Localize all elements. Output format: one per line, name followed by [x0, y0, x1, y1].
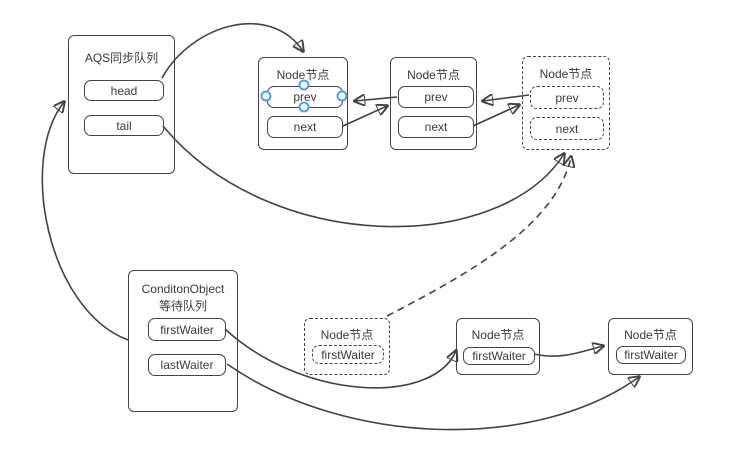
sync-node-1[interactable]: Node节点 prev next: [258, 57, 348, 150]
sync-node-2[interactable]: Node节点 prev next: [390, 57, 477, 150]
tail-field[interactable]: tail: [84, 115, 164, 136]
sync-node-2-prev-field[interactable]: prev: [398, 86, 474, 108]
wait-node-2[interactable]: Node节点 firstWaiter: [456, 318, 540, 375]
arrow-node2-next-to-node3[interactable]: [472, 105, 519, 127]
arrow-lastwaiter-to-waitnode3[interactable]: [226, 363, 639, 431]
arrow-waitnode2-to-waitnode3[interactable]: [533, 346, 603, 357]
aqs-queue-title: AQS同步队列: [84, 51, 159, 65]
sync-node-3-title: Node节点: [539, 67, 593, 81]
condition-object-box[interactable]: ConditonObject 等待队列 firstWaiter lastWait…: [128, 270, 238, 412]
wait-node-3-title: Node节点: [624, 328, 677, 342]
sync-node-1-title: Node节点: [276, 68, 330, 82]
wait-node-2-title: Node节点: [471, 328, 525, 342]
sync-node-3-next-field[interactable]: next: [530, 117, 604, 140]
sync-node-2-title: Node节点: [407, 68, 460, 82]
sync-node-3[interactable]: Node节点 prev next: [522, 56, 610, 150]
aqs-queue-box[interactable]: AQS同步队列 head tail: [68, 35, 175, 174]
wait-node-2-firstwaiter-field[interactable]: firstWaiter: [463, 347, 535, 365]
last-waiter-field[interactable]: lastWaiter: [148, 354, 226, 376]
wait-node-1[interactable]: Node节点 firstWaiter: [304, 318, 390, 375]
sync-node-1-prev-field[interactable]: prev: [267, 86, 343, 108]
arrow-node1-next-to-node2[interactable]: [342, 106, 387, 127]
wait-node-1-title: Node节点: [320, 328, 374, 342]
wait-node-3-firstwaiter-field[interactable]: firstWaiter: [616, 346, 686, 364]
head-field[interactable]: head: [84, 80, 164, 101]
arrow-waitnode1-to-syncnode3-dashed[interactable]: [386, 157, 571, 317]
condition-object-title-line1: ConditonObject: [141, 282, 225, 296]
wait-node-3[interactable]: Node节点 firstWaiter: [608, 318, 693, 375]
condition-object-title-line2: 等待队列: [158, 299, 207, 313]
sync-node-2-next-field[interactable]: next: [398, 116, 474, 138]
sync-node-3-prev-field[interactable]: prev: [530, 86, 604, 109]
sync-node-1-next-field[interactable]: next: [267, 116, 343, 138]
first-waiter-field[interactable]: firstWaiter: [148, 318, 226, 341]
arrow-tail-to-node3[interactable]: [162, 125, 564, 228]
wait-node-1-firstwaiter-field[interactable]: firstWaiter: [312, 345, 384, 364]
